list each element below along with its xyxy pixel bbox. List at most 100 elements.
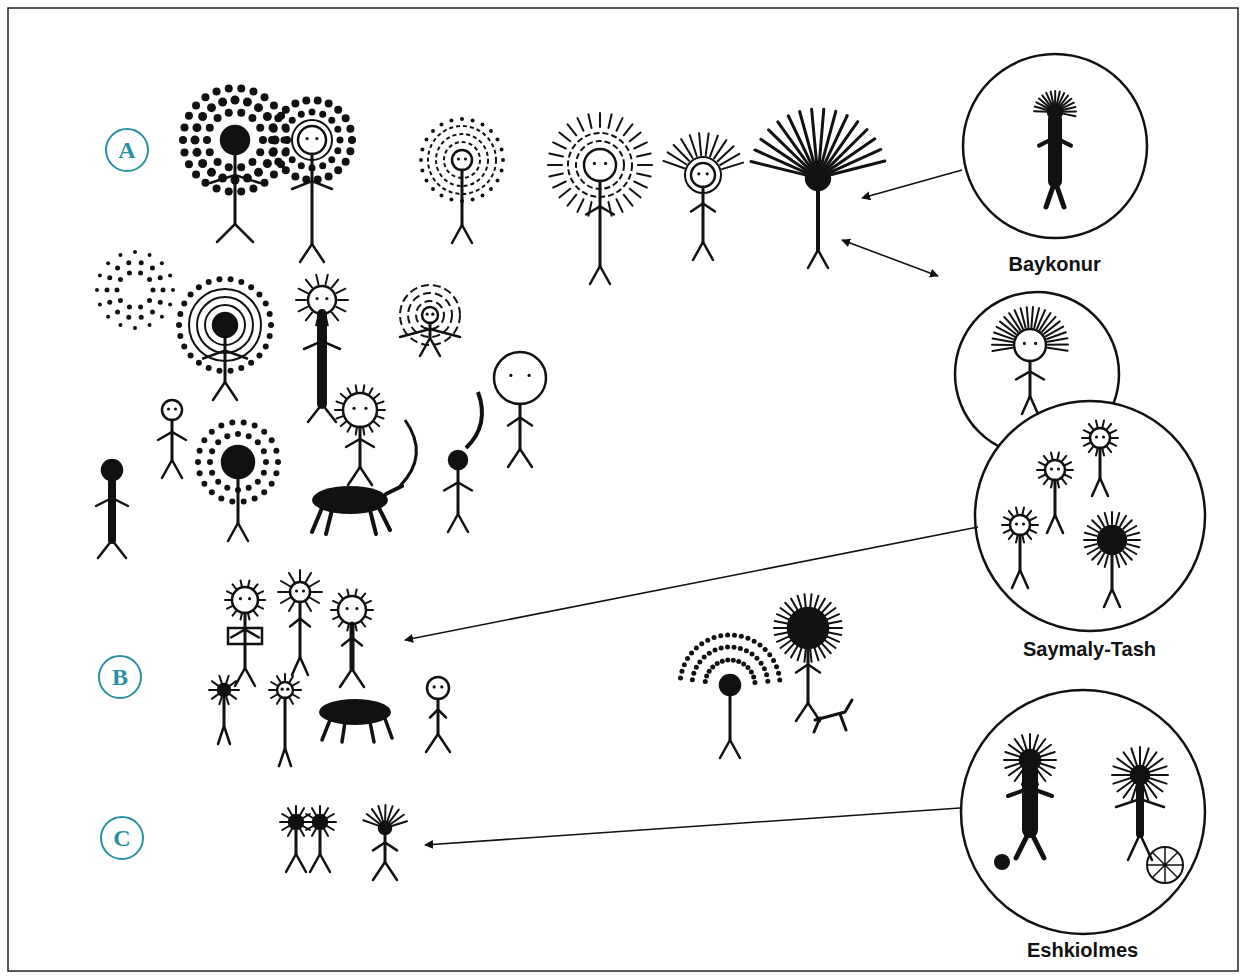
head-ray <box>1089 424 1093 429</box>
petroglyph-figure <box>419 117 505 243</box>
halo-dot <box>481 194 485 198</box>
figure-legs <box>310 854 330 872</box>
head-eye <box>352 407 355 410</box>
figure-head <box>379 822 391 834</box>
figure-body <box>1029 361 1032 396</box>
figure-head <box>277 682 293 698</box>
head-eye <box>364 407 367 410</box>
halo-dot <box>246 433 252 439</box>
head-eye <box>1095 435 1098 438</box>
figure-legs <box>590 266 610 284</box>
halo-dot <box>209 470 215 476</box>
halo-dot <box>449 198 453 202</box>
head-ray <box>1062 111 1076 113</box>
halo-dot <box>713 648 718 653</box>
head-ray <box>341 394 346 398</box>
halo-dot <box>739 634 744 639</box>
halo-dot <box>431 187 435 191</box>
head-eye <box>315 137 318 140</box>
halo-dot <box>196 284 202 290</box>
head-eye <box>706 172 709 175</box>
petroglyph-figure <box>296 275 348 422</box>
head-ray <box>312 828 317 836</box>
petroglyph-figure <box>426 677 450 752</box>
halo-dot <box>732 633 737 638</box>
figure-head <box>218 684 230 696</box>
halo-dot <box>151 288 156 293</box>
figure-legs <box>1022 396 1038 414</box>
halo-dot <box>263 459 269 465</box>
figure-head <box>427 677 449 699</box>
halo-ring <box>408 293 452 337</box>
head-eye <box>295 589 298 592</box>
head-ray <box>356 385 357 392</box>
figure-arms <box>1008 788 1052 796</box>
head-ray <box>1082 437 1089 439</box>
figure-arms <box>430 710 446 718</box>
head-ray <box>616 199 622 212</box>
head-ray <box>1085 544 1097 547</box>
halo-dot <box>282 166 290 174</box>
head-ray <box>1113 777 1132 783</box>
figure-arms <box>342 638 362 646</box>
petroglyph-figure <box>1004 734 1056 858</box>
halo-dot <box>767 652 772 657</box>
head-ray <box>230 694 236 699</box>
held-box <box>228 628 262 644</box>
head-ray <box>720 154 739 165</box>
figure-legs <box>1016 830 1044 858</box>
halo-dot <box>237 188 245 196</box>
figure-head <box>422 307 438 323</box>
figure-body <box>1111 554 1114 589</box>
head-ray <box>1062 456 1066 461</box>
figure-head <box>1090 428 1110 448</box>
halo-dot <box>771 658 776 663</box>
halo-dot <box>268 322 274 328</box>
head-ray <box>326 826 334 831</box>
halo-dot <box>235 431 241 437</box>
halo-dot <box>248 158 256 166</box>
head-ray <box>363 385 364 392</box>
head-eye <box>528 374 531 377</box>
halo-dot <box>337 137 344 144</box>
animal-horn <box>400 420 416 486</box>
halo-dot <box>267 311 273 317</box>
head-ray <box>1088 526 1098 532</box>
figure-head <box>232 587 258 613</box>
halo-dot <box>269 437 275 443</box>
animal-legs <box>312 486 402 534</box>
halo-dot <box>148 323 152 327</box>
halo-dot <box>298 111 305 118</box>
site-circle: Saymaly-Tash <box>973 399 1207 662</box>
head-ray <box>1148 766 1167 772</box>
halo-dot <box>198 112 207 121</box>
head-ray <box>1066 469 1073 471</box>
figure-body <box>350 624 355 669</box>
head-ray <box>280 821 289 823</box>
head-ray <box>306 280 312 288</box>
head-eye <box>1102 435 1105 438</box>
halo-dot <box>126 315 131 320</box>
head-eye <box>248 597 251 600</box>
halo-dot <box>765 679 770 684</box>
head-ray <box>278 591 290 593</box>
figure-head <box>221 126 249 154</box>
head-eye <box>281 688 284 691</box>
halo-dot <box>133 326 137 330</box>
figure-head <box>806 166 830 190</box>
halo-dot <box>201 93 209 101</box>
head-ray <box>296 299 306 301</box>
head-eye <box>433 685 436 688</box>
figure-body <box>237 478 240 523</box>
petroglyph-figure <box>1082 420 1118 496</box>
wheel-rim <box>1147 847 1183 883</box>
head-ray <box>637 153 651 156</box>
petroglyph-figure <box>304 806 336 872</box>
halo-dot <box>471 118 475 122</box>
head-ray <box>1120 554 1126 564</box>
petroglyph-figure <box>268 96 356 262</box>
head-ray <box>804 594 805 608</box>
halo-dot <box>274 158 282 166</box>
head-ray <box>231 689 239 691</box>
